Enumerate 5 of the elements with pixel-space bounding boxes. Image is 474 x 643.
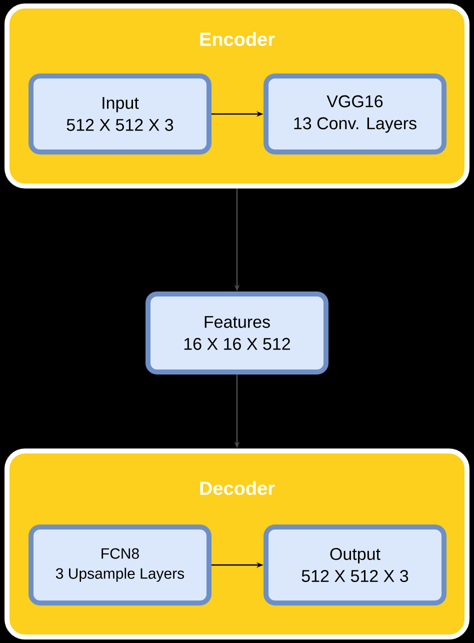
process-box: Features 16 X 16 X 512 bbox=[146, 292, 328, 374]
process-box: Input 512 X 512 X 3 bbox=[28, 74, 212, 154]
process-box: VGG16 13 Conv. Layers bbox=[264, 74, 446, 154]
process-box: FCN8 3 Upsample Layers bbox=[28, 524, 212, 606]
process-box: Output 512 X 512 X 3 bbox=[264, 524, 446, 606]
